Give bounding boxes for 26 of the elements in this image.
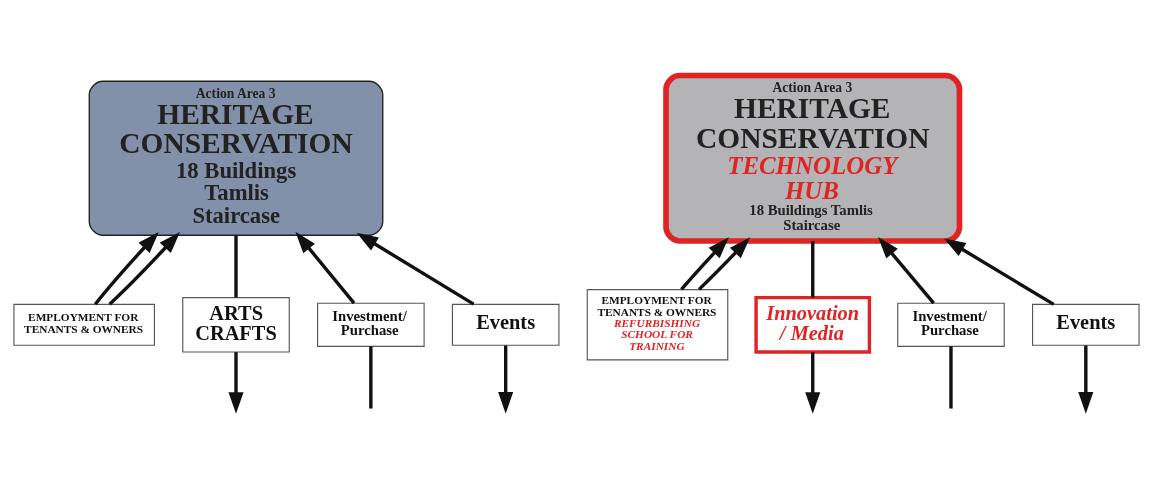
node-box: Innovation / Media xyxy=(754,295,872,354)
connector xyxy=(369,346,373,409)
arrow xyxy=(295,231,356,305)
node-box: ARTS CRAFTS xyxy=(182,297,290,353)
node-box: Investment/ Purchase xyxy=(897,302,1005,347)
arrow xyxy=(680,237,729,291)
arrow xyxy=(1078,345,1094,414)
arrow xyxy=(228,352,244,414)
arrow xyxy=(498,345,514,414)
connector xyxy=(949,346,953,409)
arrow xyxy=(944,238,1055,306)
connector xyxy=(811,241,815,298)
node-box: Events xyxy=(1032,303,1140,346)
node-box: Events xyxy=(451,303,560,346)
node-box: Action Area 3 HERITAGE CONSERVATION 18 Buildings Tamlis Staircase xyxy=(88,80,384,236)
node-box: Action Area 3 HERITAGE CONSERVATION TECHNOLOGY HUB 18 Buildings Tamlis Staircase xyxy=(663,72,963,244)
connector xyxy=(234,235,238,298)
arrow xyxy=(878,237,935,305)
node-box: Investment/ Purchase xyxy=(317,302,425,347)
arrow xyxy=(356,232,475,306)
arrow xyxy=(93,232,159,306)
arrow xyxy=(697,237,751,291)
node-box: EMPLOYMENT FOR TENANTS & OWNERS REFURBISHING SCHOOL FOR TRAINING xyxy=(586,289,729,361)
node-box: EMPLOYMENT FOR TENANTS & OWNERS xyxy=(13,303,155,346)
arrow xyxy=(805,352,821,414)
arrow xyxy=(108,232,180,306)
